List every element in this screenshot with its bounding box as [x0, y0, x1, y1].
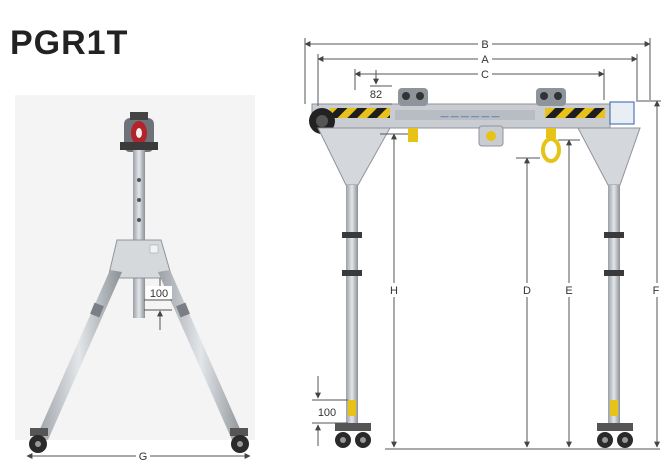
side-trolley-left [398, 88, 428, 142]
side-right-end-plate [577, 127, 641, 186]
dimension-c-label: C [481, 69, 489, 81]
dimension-h-label: H [390, 285, 398, 297]
front-dimension-100: 100 [144, 278, 172, 330]
side-center-clamp [478, 125, 504, 147]
dimension-g-label: G [139, 451, 148, 463]
dimension-f: F [636, 100, 662, 448]
side-view: — — — — — — [304, 37, 662, 450]
dimension-h: H [380, 133, 408, 448]
front-trolley [120, 112, 158, 152]
front-right-caster [230, 428, 249, 453]
side-dimension-100: 100 [312, 376, 348, 446]
side-right-caster [597, 423, 633, 448]
side-right-leg [608, 185, 620, 423]
dimension-a-label: A [481, 54, 489, 66]
dimension-b: B [304, 37, 651, 104]
dimension-a: A [317, 52, 638, 106]
dimension-g: G [26, 449, 251, 463]
front-view: 100 G [15, 95, 255, 463]
brand-plate [609, 101, 635, 125]
dimension-d: D [516, 157, 540, 448]
side-left-end-plate [317, 127, 391, 186]
lifting-shackle [541, 137, 561, 163]
side-dimension-100-label: 100 [318, 407, 336, 419]
side-top-beam: — — — — — — [309, 101, 635, 134]
dimension-e: E [558, 139, 580, 448]
front-left-caster [29, 428, 48, 453]
dimension-f-label: F [653, 285, 660, 297]
side-trolley-right [536, 88, 566, 163]
dimension-b-label: B [481, 39, 488, 51]
dimension-c: C [354, 67, 605, 100]
dimension-82: 82 [366, 70, 392, 105]
product-title: PGR1T [10, 24, 129, 62]
side-left-caster [335, 423, 371, 448]
side-left-leg [346, 185, 358, 423]
dimension-d-label: D [523, 285, 531, 297]
front-dimension-100-label: 100 [150, 288, 168, 300]
svg-text:— — — — — —: — — — — — — [439, 112, 500, 121]
dimension-82-label: 82 [370, 89, 382, 101]
dimension-e-label: E [565, 285, 572, 297]
front-vertical-post [133, 150, 145, 318]
